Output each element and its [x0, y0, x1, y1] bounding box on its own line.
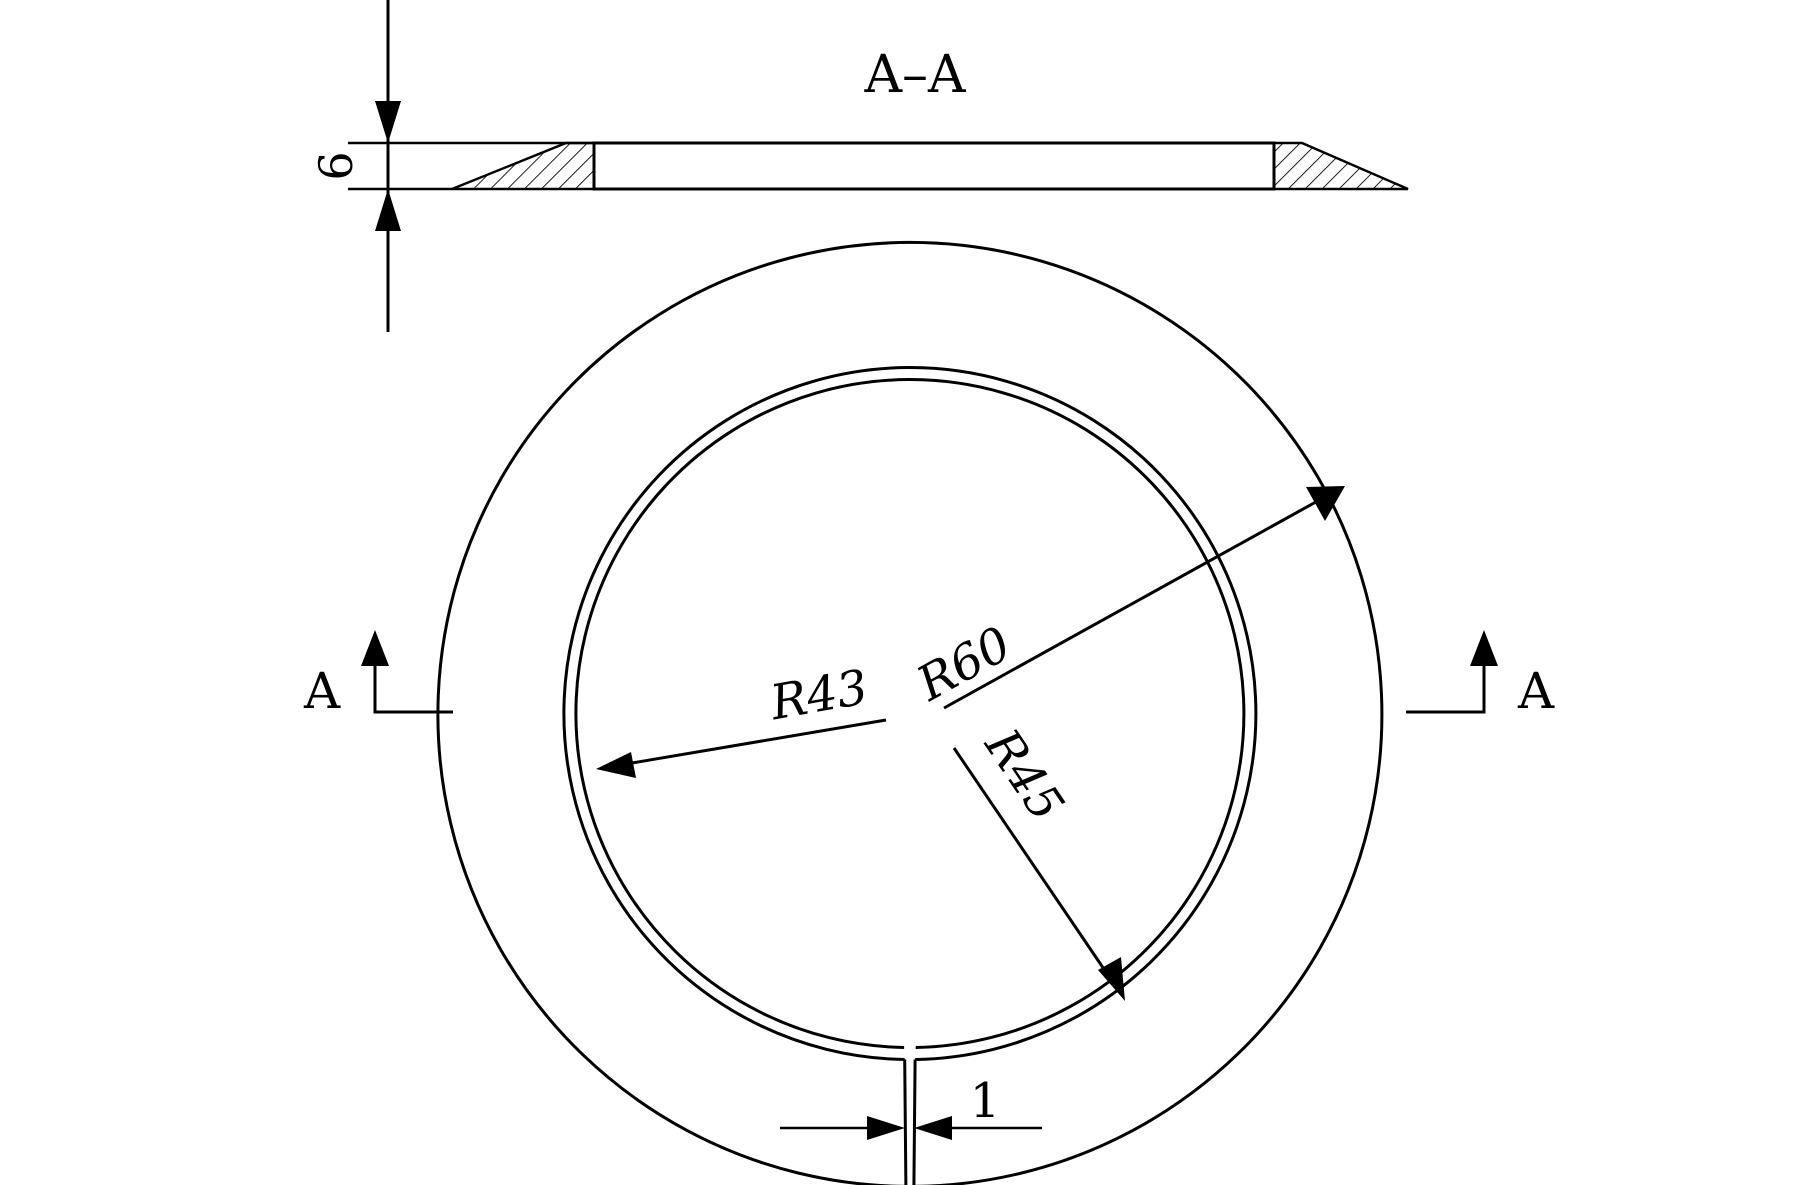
gap-dimension-label: 1 [970, 1073, 1001, 1129]
r45-label: R45 [973, 718, 1074, 831]
inner-circle-inner-edge [574, 378, 1246, 1049]
gap-arrow-right-icon [867, 1116, 905, 1140]
thickness-dimension-label: 6 [309, 151, 363, 180]
r45-leader [952, 747, 1112, 979]
section-marker-left: A [303, 662, 341, 720]
section-arrow-right-icon [1470, 630, 1498, 666]
section-view: A–A 6 [309, 0, 1409, 332]
r45-arrow-icon [1098, 957, 1125, 1001]
r60-leader [943, 496, 1324, 710]
r43-arrow-icon [596, 752, 636, 778]
section-title: A–A [863, 45, 967, 105]
inner-circle-outer-edge [562, 366, 1258, 1061]
section-arrow-left-icon [361, 630, 389, 666]
r60-arrow-icon [1306, 486, 1345, 521]
section-cut-right [1406, 658, 1486, 714]
section-flange-right [1272, 141, 1409, 191]
section-flange-left [451, 141, 596, 191]
outer-circle [436, 240, 1384, 1185]
section-plate [592, 141, 1276, 191]
arrow-up-icon [375, 189, 401, 231]
r43-label: R43 [766, 659, 872, 731]
section-cut-left [373, 658, 453, 714]
section-marker-right: A [1517, 662, 1555, 720]
gap-arrow-left-icon [914, 1116, 952, 1140]
slot-edge-left [903, 1059, 908, 1185]
slot-edge-right [912, 1059, 917, 1185]
arrow-down-icon [375, 101, 401, 143]
r43-leader [619, 718, 887, 767]
plan-view: A A R60 R43 R45 1 [303, 240, 1555, 1185]
